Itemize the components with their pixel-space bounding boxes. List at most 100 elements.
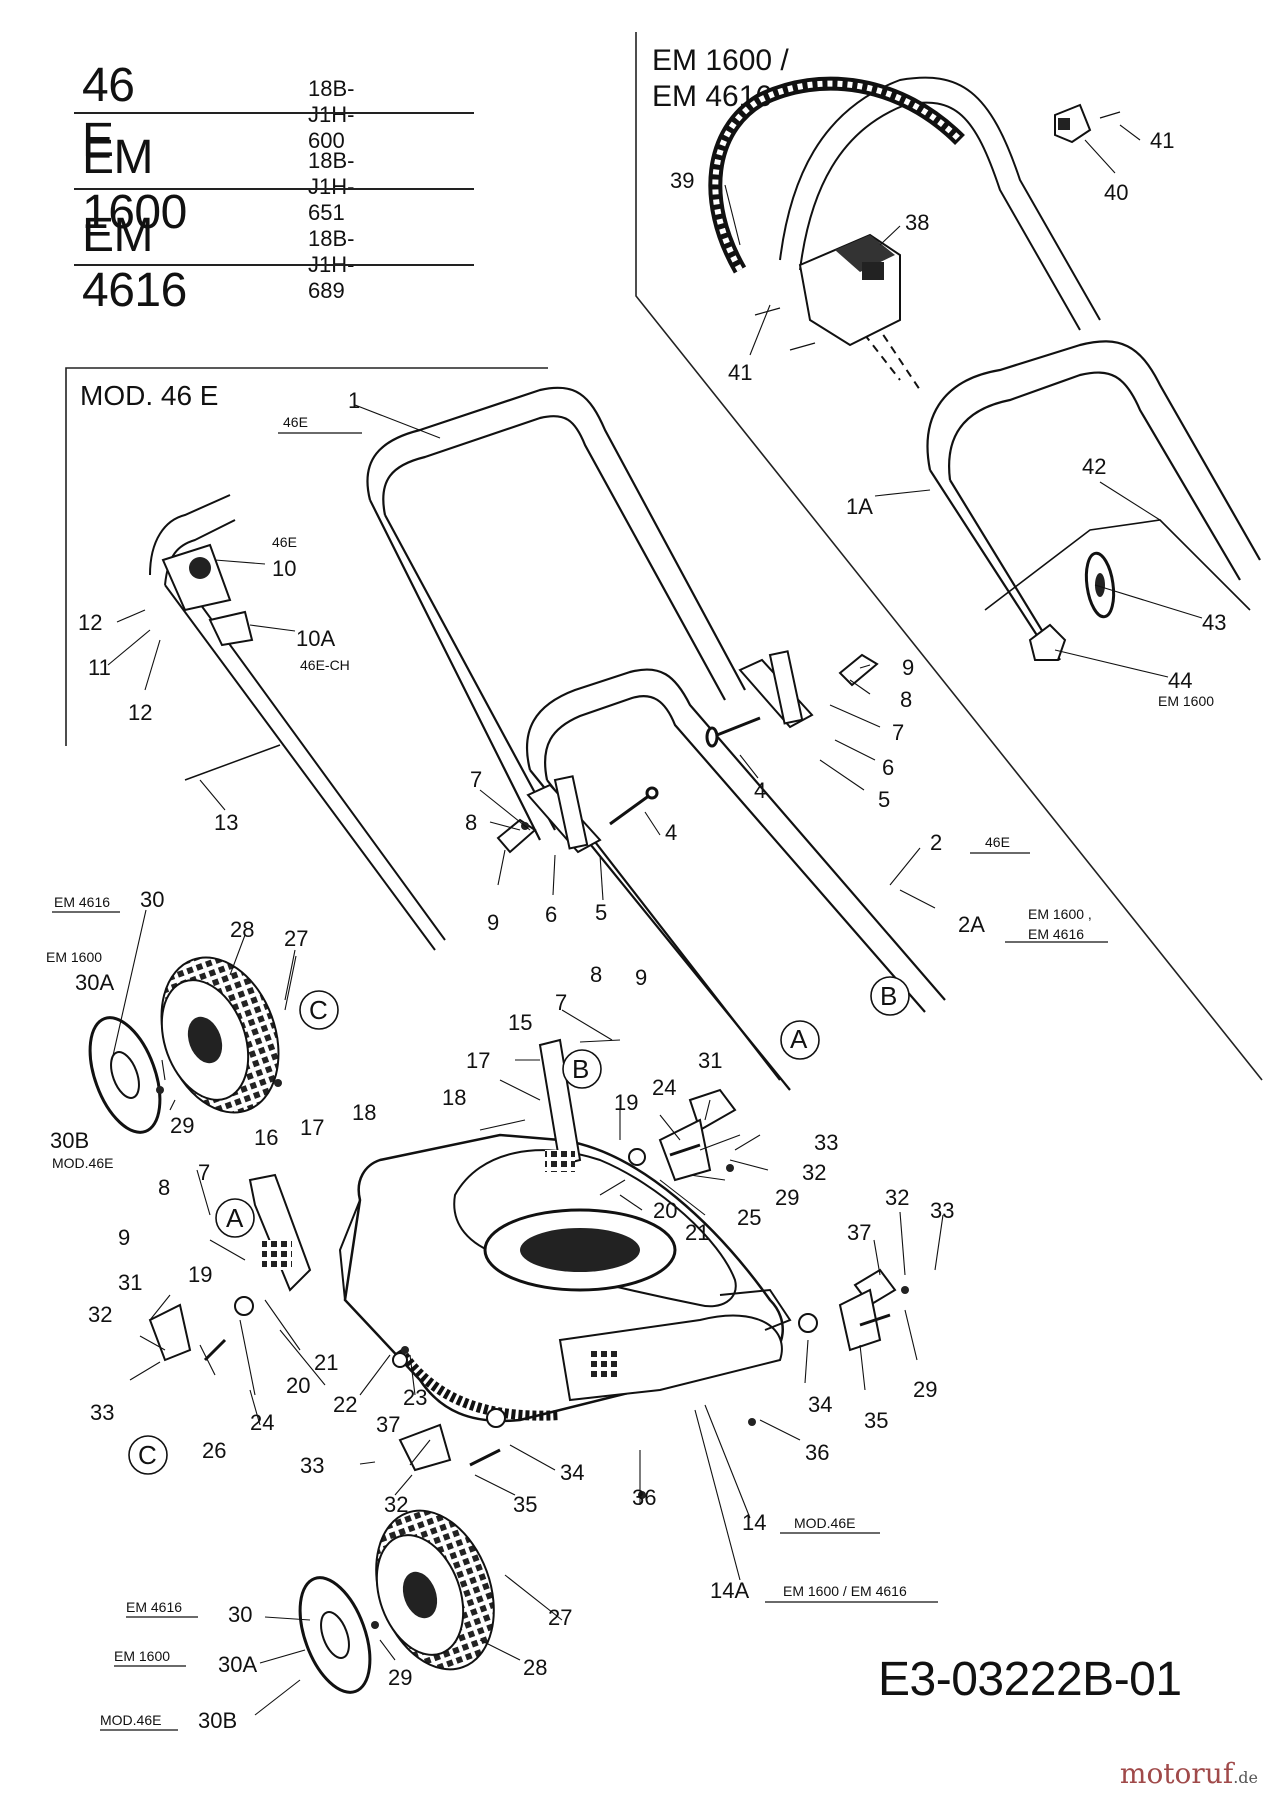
knob-9-left bbox=[496, 818, 537, 854]
bail-43 bbox=[1084, 551, 1116, 619]
handle-bracket-right bbox=[738, 650, 814, 729]
label-38: 38 bbox=[905, 210, 929, 235]
label-30a: 30A bbox=[75, 970, 114, 995]
label-29: 29 bbox=[775, 1185, 799, 1210]
label-6: 6 bbox=[882, 755, 894, 780]
model-code: 18B-J1H-651 bbox=[308, 148, 355, 225]
washers bbox=[234, 1148, 818, 1428]
callout-circles bbox=[128, 976, 910, 1475]
label-44: 44 bbox=[1168, 668, 1192, 693]
label-21: 21 bbox=[314, 1350, 338, 1375]
cable-clip-40 bbox=[1054, 103, 1092, 144]
nuts bbox=[156, 1079, 909, 1629]
label-9: 9 bbox=[118, 1225, 130, 1250]
label-46e: 46E bbox=[272, 534, 297, 550]
callout-c: C bbox=[309, 995, 328, 1025]
handle-bracket-left bbox=[526, 775, 602, 854]
lever-37-right bbox=[838, 1268, 897, 1352]
model-name: EM 1600 bbox=[82, 131, 187, 239]
label-7: 7 bbox=[198, 1160, 210, 1185]
upper-handle-1 bbox=[366, 386, 746, 841]
label-28: 28 bbox=[230, 917, 254, 942]
label-18: 18 bbox=[442, 1085, 466, 1110]
label-6: 6 bbox=[545, 902, 557, 927]
callout-circle-b-center bbox=[562, 1049, 602, 1089]
label-16: 16 bbox=[254, 1125, 278, 1150]
label-21: 21 bbox=[685, 1220, 709, 1245]
label-25: 25 bbox=[737, 1205, 761, 1230]
label-30: 30 bbox=[140, 887, 164, 912]
label-8: 8 bbox=[465, 810, 477, 835]
callout-circle-b-right bbox=[870, 976, 910, 1016]
cable-13 bbox=[184, 744, 281, 781]
label-30: 30 bbox=[228, 1602, 252, 1627]
label-41: 41 bbox=[1150, 128, 1174, 153]
label-41: 41 bbox=[728, 360, 752, 385]
label-mod46e: MOD.46E bbox=[52, 1155, 113, 1171]
label-30a: 30A bbox=[218, 1652, 257, 1677]
label-46e: 46E bbox=[283, 414, 308, 430]
label-em1600: EM 1600 bbox=[1158, 693, 1214, 709]
label-em4616: EM 4616 bbox=[1028, 926, 1084, 942]
label-17: 17 bbox=[466, 1048, 490, 1073]
height-adjust-right-15 bbox=[538, 1038, 582, 1172]
knob-9-right bbox=[838, 653, 879, 687]
label-2a: 2A bbox=[958, 912, 985, 937]
label-em-models: EM 1600 / EM 4616 bbox=[783, 1583, 907, 1599]
label-1: 1 bbox=[348, 388, 360, 413]
label-29: 29 bbox=[170, 1113, 194, 1138]
label-11: 11 bbox=[88, 655, 111, 680]
label-34: 34 bbox=[808, 1392, 832, 1417]
divider bbox=[74, 188, 474, 190]
callout-circle-a-left bbox=[215, 1198, 255, 1238]
label-32: 32 bbox=[384, 1492, 408, 1517]
label-33: 33 bbox=[814, 1130, 838, 1155]
lever-31-right bbox=[658, 1088, 737, 1182]
label-36: 36 bbox=[632, 1485, 656, 1510]
tag-underlines bbox=[52, 432, 1108, 1731]
inset-frames bbox=[65, 32, 1263, 1081]
inset-title-mod46e: MOD. 46 E bbox=[80, 380, 219, 411]
label-13: 13 bbox=[214, 810, 238, 835]
callout-a: A bbox=[226, 1203, 244, 1233]
label-33: 33 bbox=[90, 1400, 114, 1425]
callout-circle-c-lower bbox=[128, 1435, 168, 1475]
lever-37-lower bbox=[398, 1423, 452, 1472]
label-7: 7 bbox=[892, 720, 904, 745]
label-19: 19 bbox=[188, 1262, 212, 1287]
axles bbox=[203, 1143, 891, 1467]
label-36: 36 bbox=[805, 1440, 829, 1465]
label-46e-ch: 46E-CH bbox=[300, 657, 350, 673]
inset-frame-left bbox=[65, 367, 548, 746]
bolts-4 bbox=[609, 716, 761, 826]
label-12: 12 bbox=[128, 700, 152, 725]
brand-suffix: .de bbox=[1233, 1768, 1258, 1787]
hubcap-30-lower bbox=[298, 1576, 372, 1694]
label-9: 9 bbox=[902, 655, 914, 680]
inset-title-em1600: EM 1600 / bbox=[652, 44, 789, 77]
label-31: 31 bbox=[118, 1270, 142, 1295]
label-22: 22 bbox=[333, 1392, 357, 1417]
label-17: 17 bbox=[300, 1115, 324, 1140]
label-5: 5 bbox=[878, 787, 890, 812]
brand-logo: motoruf.de bbox=[1120, 1757, 1258, 1790]
label-15: 15 bbox=[508, 1010, 532, 1035]
label-7: 7 bbox=[470, 767, 482, 792]
divider bbox=[74, 112, 474, 114]
label-26: 26 bbox=[202, 1438, 226, 1463]
label-mod46e: MOD.46E bbox=[100, 1712, 161, 1728]
label-39: 39 bbox=[670, 168, 694, 193]
switch-10 bbox=[161, 543, 254, 647]
label-20: 20 bbox=[653, 1198, 677, 1223]
label-10: 10 bbox=[272, 556, 296, 581]
label-em1600: EM 1600 bbox=[46, 949, 102, 965]
label-40: 40 bbox=[1104, 180, 1128, 205]
hubcap-30-upper bbox=[88, 1016, 162, 1134]
label-24: 24 bbox=[652, 1075, 676, 1100]
label-em1600: EM 1600 bbox=[114, 1648, 170, 1664]
label-35: 35 bbox=[864, 1408, 888, 1433]
label-14: 14 bbox=[742, 1510, 766, 1535]
callout-b: B bbox=[880, 981, 897, 1011]
mower-deck-14 bbox=[338, 1133, 792, 1423]
label-27: 27 bbox=[548, 1605, 572, 1630]
